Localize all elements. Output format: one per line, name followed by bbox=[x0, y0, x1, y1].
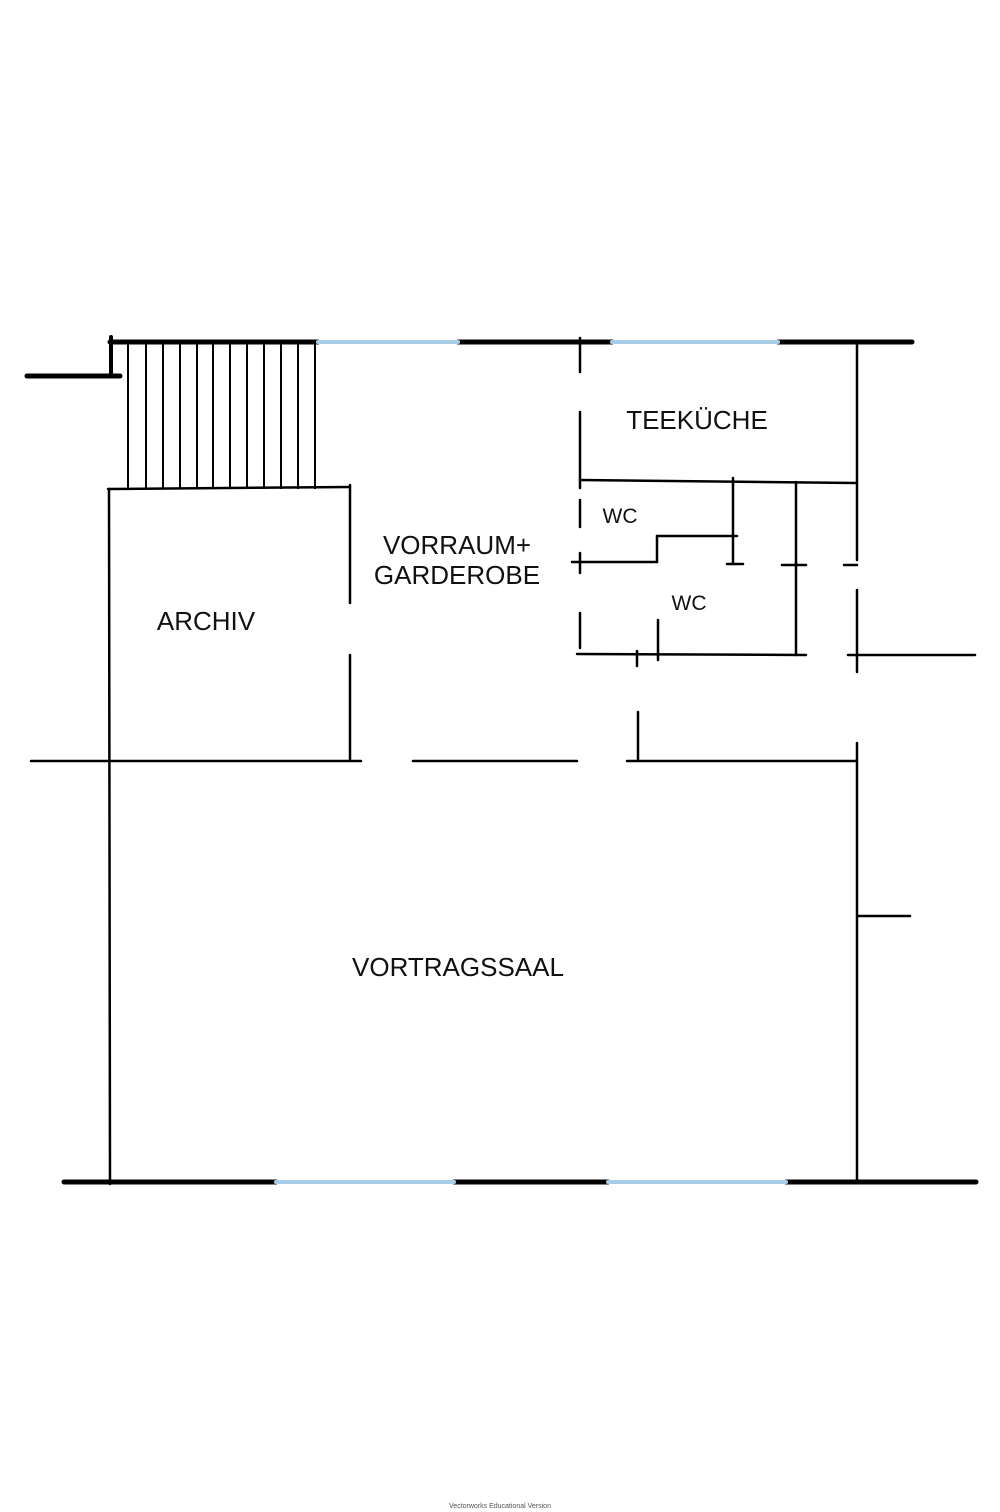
label-vorraum-line2: GARDEROBE bbox=[374, 560, 540, 590]
archiv-top-wall bbox=[106, 485, 352, 491]
teekueche-bottom-wall bbox=[578, 478, 858, 485]
exterior-walls bbox=[24, 335, 979, 1185]
label-vortragssaal: VORTRAGSSAAL bbox=[352, 952, 564, 982]
label-archiv: ARCHIV bbox=[157, 606, 256, 636]
windows bbox=[274, 340, 788, 1184]
label-vorraum-line1: VORRAUM+ bbox=[383, 530, 531, 560]
watermark-text: Vectorworks Educational Version bbox=[449, 1503, 551, 1510]
interior-walls bbox=[29, 336, 977, 1186]
staircase bbox=[127, 344, 316, 489]
label-wc-upper: WC bbox=[603, 505, 638, 528]
wc-bottom-wall bbox=[575, 652, 808, 657]
label-wc-lower: WC bbox=[672, 592, 707, 615]
left-wall bbox=[107, 487, 112, 1186]
label-teekueche: TEEKÜCHE bbox=[626, 405, 768, 435]
